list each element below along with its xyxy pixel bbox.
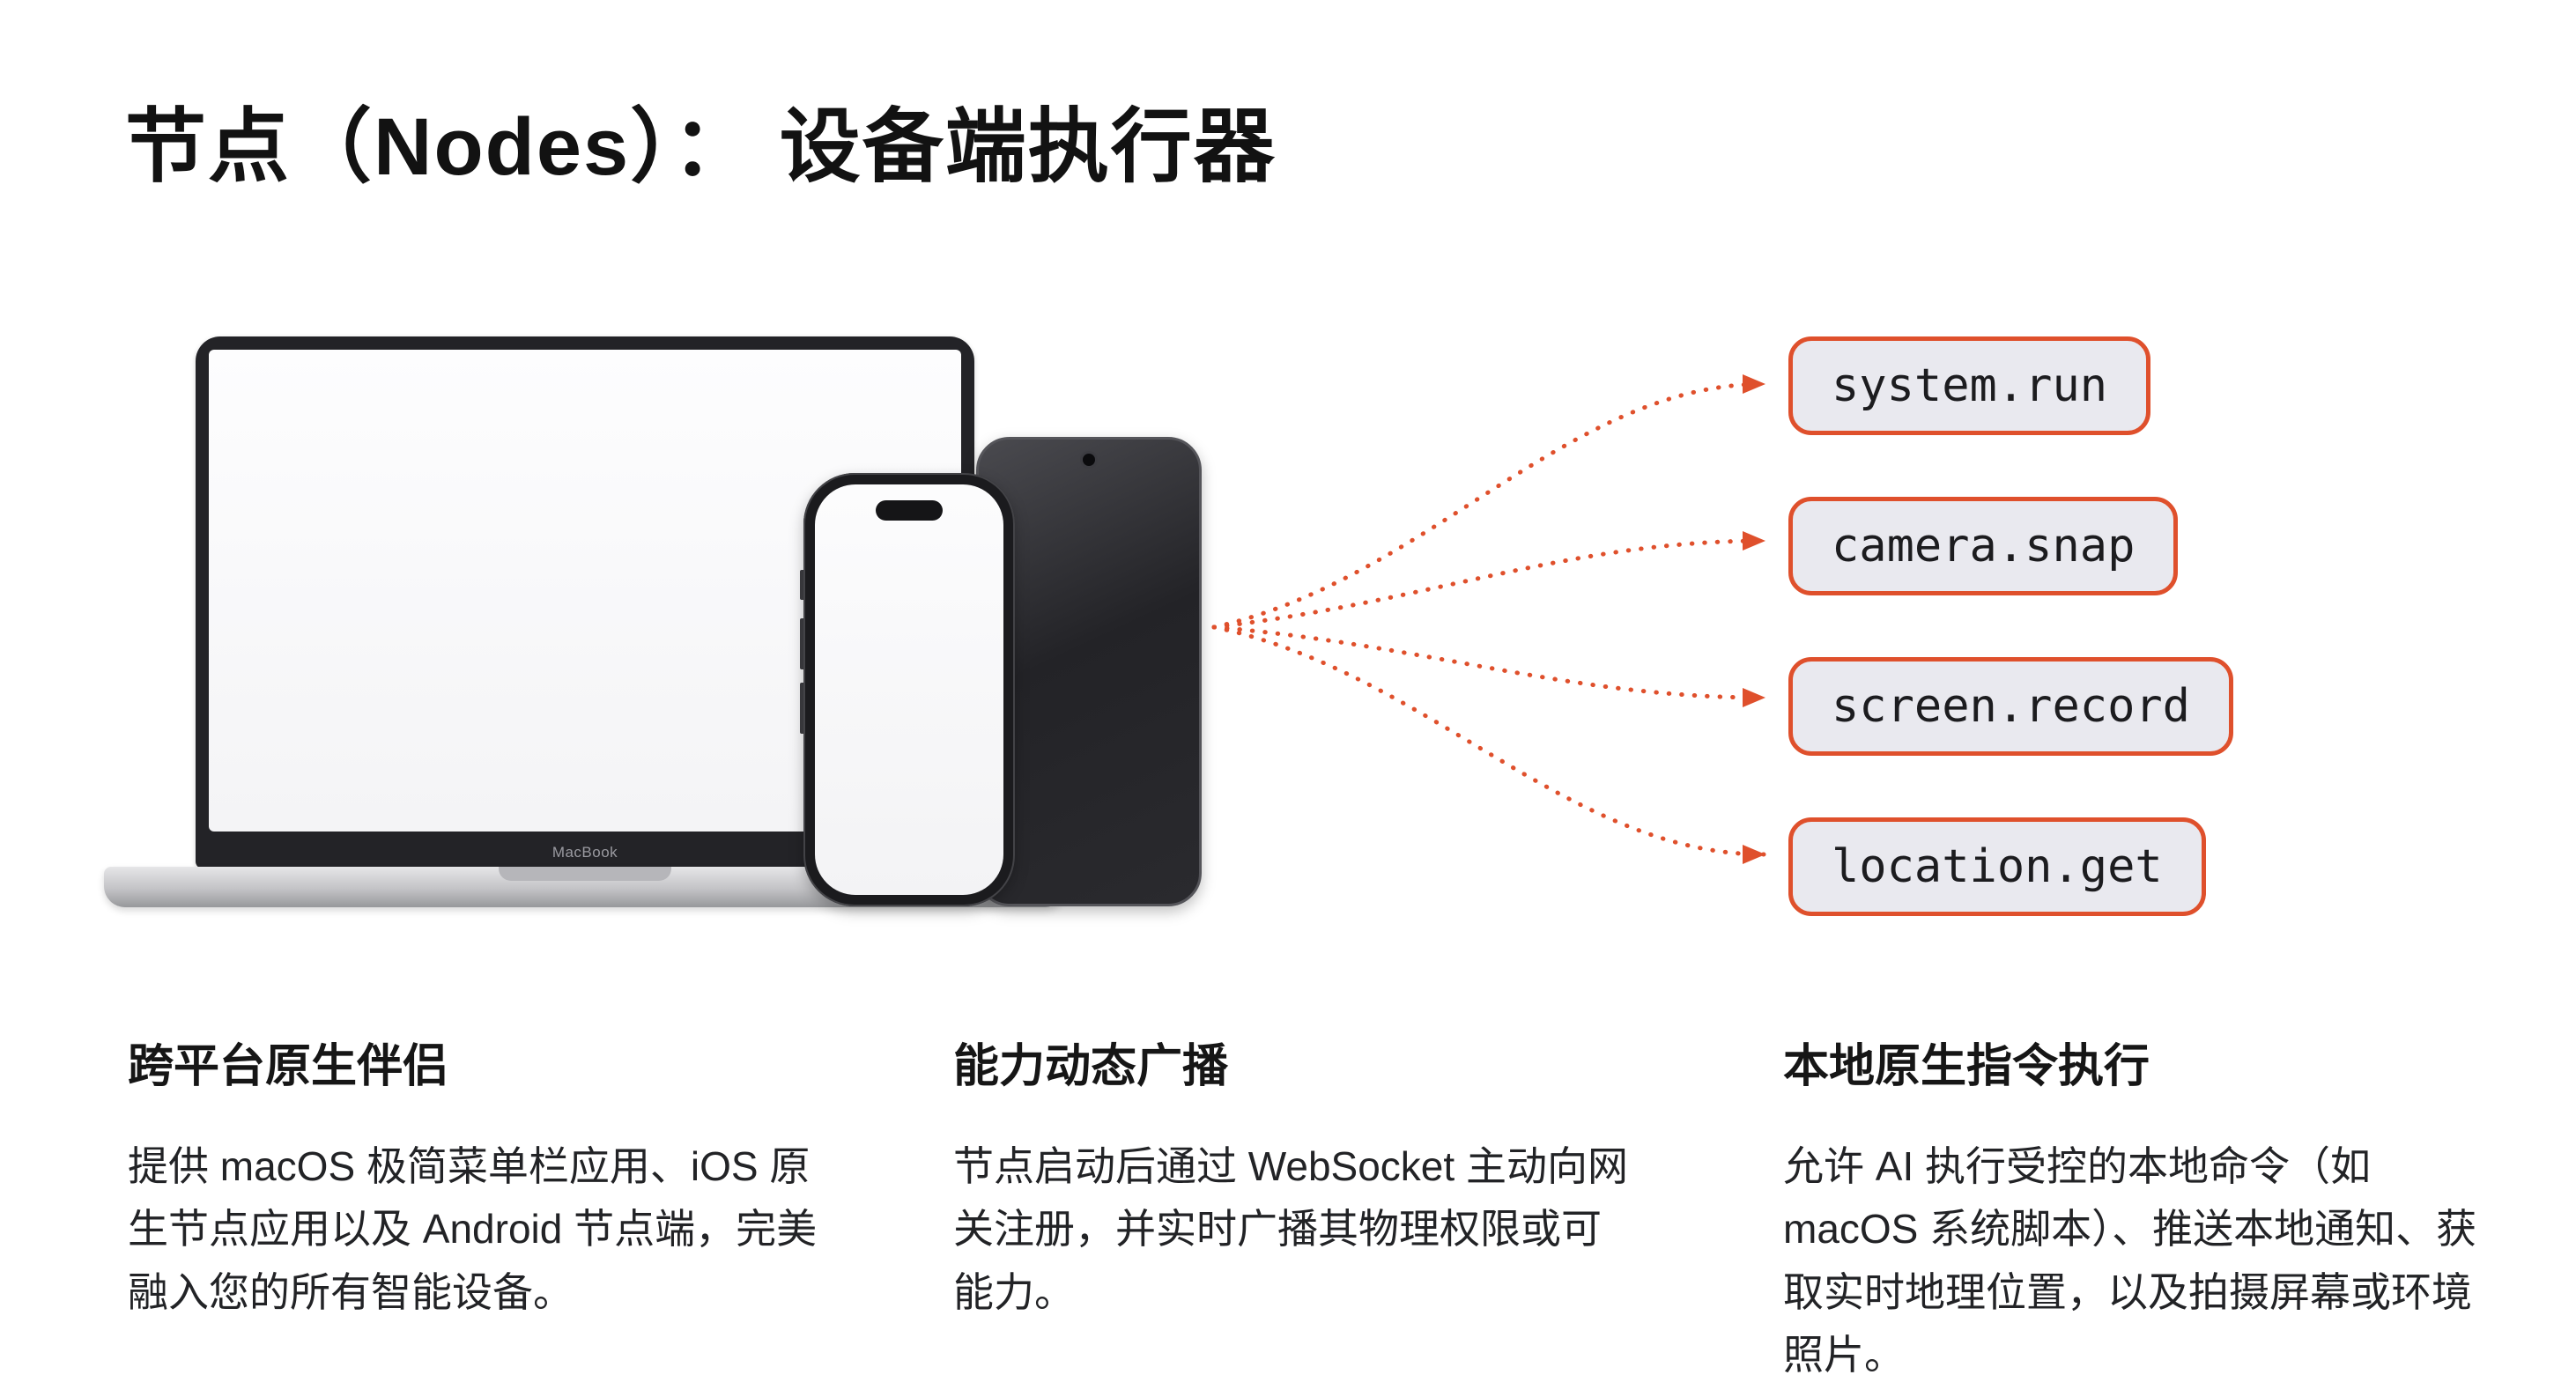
feature-body: 提供 macOS 极简菜单栏应用、iOS 原生节点应用以及 Android 节点… [128,1143,818,1315]
connector-arrows [1211,374,1766,864]
iphone-side-button [800,618,803,669]
capability-badge-screen-record: screen.record [1788,657,2233,756]
feature-heading: 本地原生指令执行 [1783,1041,2150,1092]
feature-body: 节点启动后通过 WebSocket 主动向网关注册，并实时广播其物理权限或可能力… [953,1143,1628,1315]
feature-cross-platform: 跨平台原生伴侣 提供 macOS 极简菜单栏应用、iOS 原生节点应用以及 An… [128,1029,824,1324]
feature-heading: 跨平台原生伴侣 [128,1041,449,1092]
capability-badge-list: system.run camera.snap screen.record loc… [1788,336,2233,916]
feature-local-execution: 本地原生指令执行 允许 AI 执行受控的本地命令（如 macOS 系统脚本）、推… [1783,1029,2501,1386]
macbook-label: MacBook [551,844,618,861]
iphone-side-button [800,570,803,600]
macbook-lid-notch [499,867,671,881]
page-title: 节点（Nodes）： 设备端执行器 [125,102,1277,192]
iphone-illustration [800,473,1015,906]
arrow-to-system-run [1211,374,1766,630]
capability-badge-camera-snap: camera.snap [1788,497,2179,595]
feature-body: 允许 AI 执行受控的本地命令（如 macOS 系统脚本）、推送本地通知、获取实… [1783,1143,2477,1378]
iphone-side-button [800,683,803,734]
iphone-screen [815,484,1003,895]
arrow-to-screen-record [1211,625,1766,707]
feature-heading: 能力动态广播 [953,1041,1229,1092]
capability-badge-system-run: system.run [1788,336,2151,435]
iphone-dynamic-island [876,500,943,521]
arrow-to-location-get [1211,625,1766,864]
arrow-to-camera-snap [1211,531,1766,630]
android-camera-dot [1083,454,1095,466]
capability-badge-location-get: location.get [1788,817,2206,916]
feature-capability-broadcast: 能力动态广播 节点启动后通过 WebSocket 主动向网关注册，并实时广播其物… [953,1029,1632,1324]
